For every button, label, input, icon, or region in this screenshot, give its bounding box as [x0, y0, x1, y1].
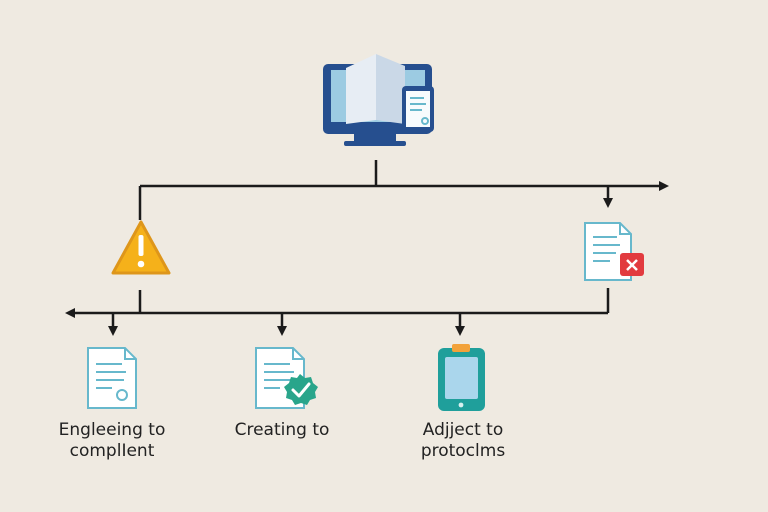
label-left: Engleeing to complIent — [27, 420, 197, 462]
label-middle: Creating to — [197, 420, 367, 441]
document-error-icon — [584, 222, 644, 281]
computer-icon — [323, 54, 434, 146]
document-icon — [87, 347, 137, 409]
label-right-line2: protoclms — [420, 441, 506, 461]
label-right: Adjject to protoclms — [378, 420, 548, 462]
document-check-icon — [255, 347, 318, 409]
label-middle-line1: Creating to — [234, 420, 330, 440]
tablet-icon — [438, 344, 485, 411]
warning-icon — [111, 220, 171, 275]
label-left-line2: complIent — [69, 441, 155, 461]
label-right-line1: Adjject to — [422, 420, 504, 440]
label-left-line1: Engleeing to — [58, 420, 166, 440]
